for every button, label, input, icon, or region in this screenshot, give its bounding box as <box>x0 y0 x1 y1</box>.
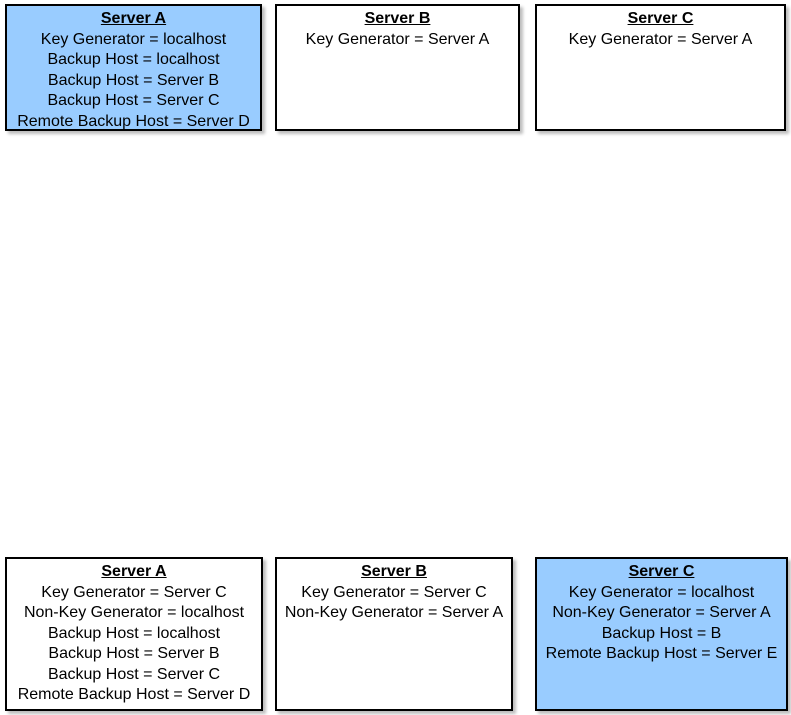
server-title: Server A <box>100 10 167 27</box>
server-box-bottom-server-a: Server A Key Generator = Server C Non-Ke… <box>5 557 263 711</box>
config-line-key-generator: Key Generator = Server C <box>301 583 487 601</box>
config-line-remote-backup-host: Remote Backup Host = Server D <box>17 686 251 703</box>
server-title: Server B <box>361 563 427 580</box>
config-line-backup-host: Backup Host = B <box>601 624 722 642</box>
config-line-key-generator: Key Generator = Server C <box>41 583 227 601</box>
config-line-key-generator: Key Generator = localhost <box>40 30 227 48</box>
config-line-backup-host: Backup Host = Server C <box>47 92 220 109</box>
config-line-non-key-generator: Non-Key Generator = Server A <box>552 604 771 621</box>
config-line-key-generator: Key Generator = localhost <box>568 583 755 601</box>
config-line-backup-host: Backup Host = Server B <box>47 71 220 89</box>
server-box-top-server-b: Server B Key Generator = Server A <box>275 4 520 131</box>
config-line-remote-backup-host: Remote Backup Host = Server D <box>17 112 250 130</box>
server-title: Server A <box>101 563 167 580</box>
server-box-top-server-a: Server A Key Generator = localhost Backu… <box>5 4 262 131</box>
server-box-top-server-c: Server C Key Generator = Server A <box>535 4 786 131</box>
server-box-bottom-server-b: Server B Key Generator = Server C Non-Ke… <box>275 557 513 711</box>
config-line-backup-host: Backup Host = localhost <box>47 51 220 68</box>
config-line-non-key-generator: Non-Key Generator = localhost <box>23 604 245 621</box>
server-title: Server C <box>627 10 694 27</box>
server-box-bottom-server-c: Server C Key Generator = localhost Non-K… <box>535 557 788 711</box>
config-line-backup-host: Backup Host = Server B <box>48 645 220 662</box>
server-title: Server B <box>364 10 431 27</box>
config-line-key-generator: Key Generator = Server A <box>305 30 490 48</box>
config-line-backup-host: Backup Host = Server C <box>47 665 221 683</box>
config-line-key-generator: Key Generator = Server A <box>568 30 753 48</box>
config-line-non-key-generator: Non-Key Generator = Server A <box>284 604 504 621</box>
server-title: Server C <box>628 563 695 580</box>
config-line-backup-host: Backup Host = localhost <box>47 624 221 642</box>
config-line-remote-backup-host: Remote Backup Host = Server E <box>545 645 778 662</box>
